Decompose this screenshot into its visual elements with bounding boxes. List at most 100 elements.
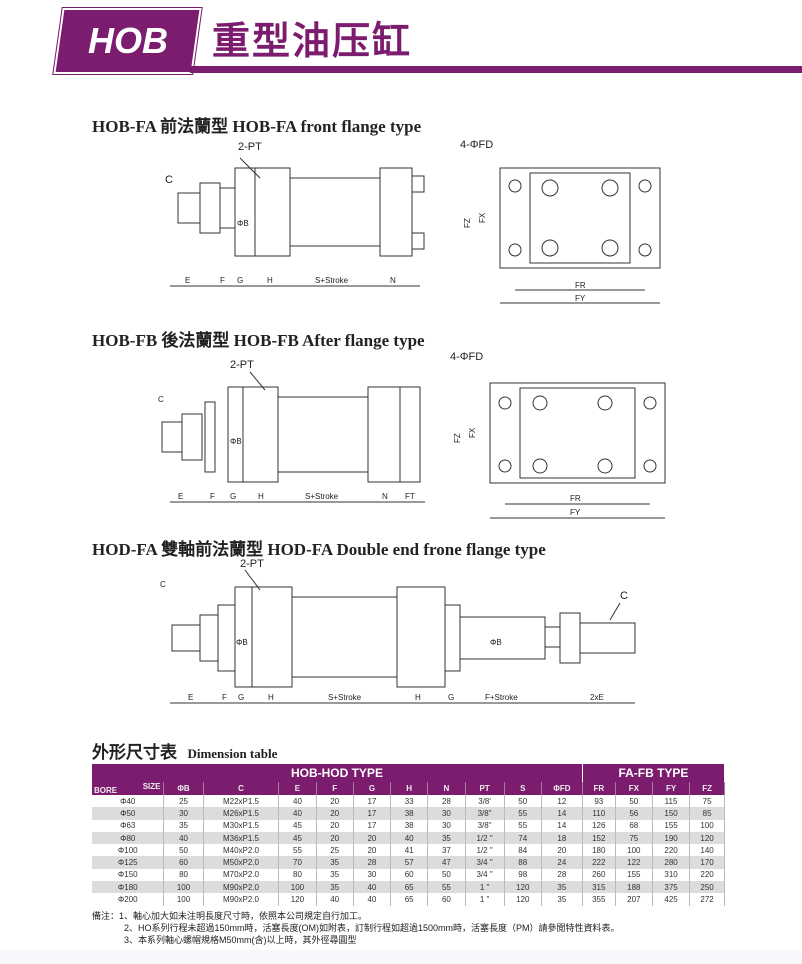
dimension-label: FZ bbox=[453, 433, 462, 443]
dimension-label: FZ bbox=[463, 218, 472, 228]
column-header: ΦB bbox=[163, 782, 204, 795]
table-cell: 375 bbox=[652, 881, 691, 894]
table-cell: 41 bbox=[390, 844, 429, 857]
table-cell: 110 bbox=[582, 807, 616, 820]
section-title-fa: HOB-FA 前法蘭型 HOB-FA front flange type bbox=[92, 117, 422, 136]
group-hob-hod: HOB-HOD TYPE bbox=[92, 764, 583, 782]
dimension-label: C bbox=[620, 590, 628, 602]
notes: 備注：1、軸心加大如未注明長度尺寸時，依照本公司規定自行加工。 2、HO系列行程… bbox=[92, 910, 620, 946]
table-cell: 35 bbox=[316, 856, 354, 869]
dimension-label: C bbox=[160, 580, 166, 589]
table-cell: 24 bbox=[541, 856, 583, 869]
table-cell: 170 bbox=[689, 856, 725, 869]
column-header: N bbox=[427, 782, 466, 795]
note-1: 備注：1、軸心加大如未注明長度尺寸時，依照本公司規定自行加工。 bbox=[92, 911, 368, 921]
table-cell: 56 bbox=[615, 807, 653, 820]
table-cell: 272 bbox=[689, 893, 725, 906]
table-cell: 25 bbox=[163, 795, 204, 808]
table-title-en: Dimension table bbox=[187, 746, 278, 761]
table-cell: 65 bbox=[390, 881, 429, 894]
dimension-label: FR bbox=[575, 281, 586, 290]
table-cell: 35 bbox=[541, 893, 583, 906]
section-title-hod: HOD-FA 雙軸前法蘭型 HOD-FA Double end frone fl… bbox=[92, 540, 546, 559]
dimension-label: F bbox=[222, 693, 227, 702]
table-cell: 188 bbox=[615, 881, 653, 894]
table-cell: Φ63 bbox=[92, 819, 165, 832]
dimension-label: C bbox=[165, 174, 173, 186]
table-cell: 100 bbox=[278, 881, 317, 894]
table-cell: M70xP2.0 bbox=[203, 868, 280, 882]
dimension-label: E bbox=[178, 492, 183, 501]
logo-text: HOB bbox=[87, 20, 168, 61]
table-cell: Φ125 bbox=[92, 856, 165, 869]
brand-logo: HOB bbox=[52, 7, 203, 75]
column-header: F bbox=[316, 782, 354, 795]
table-cell: 220 bbox=[689, 868, 725, 882]
table-cell: 315 bbox=[582, 881, 616, 894]
dimension-label: FT bbox=[405, 492, 415, 501]
table-cell: 40 bbox=[278, 807, 317, 820]
table-cell: 75 bbox=[689, 795, 725, 808]
table-cell: 40 bbox=[390, 831, 429, 845]
table-cell: 88 bbox=[504, 856, 542, 869]
table-cell: 45 bbox=[278, 819, 317, 832]
column-header: E bbox=[278, 782, 317, 795]
table-cell: Φ150 bbox=[92, 868, 165, 882]
table-cell: 100 bbox=[163, 881, 204, 894]
table-cell: 18 bbox=[541, 831, 583, 845]
table-cell: 310 bbox=[652, 868, 691, 882]
table-cell: 80 bbox=[163, 868, 204, 882]
table-title-zh: 外形尺寸表 bbox=[92, 743, 177, 762]
table-cell: 14 bbox=[541, 819, 583, 832]
table-cell: 47 bbox=[427, 856, 466, 869]
table-cell: 126 bbox=[582, 819, 616, 832]
table-cell: 98 bbox=[504, 868, 542, 882]
table-cell: 80 bbox=[278, 868, 317, 882]
table-cell: 57 bbox=[390, 856, 429, 869]
table-cell: 17 bbox=[353, 795, 392, 808]
fb-front-view: 4-ΦFD FZ FX FR FY bbox=[450, 351, 666, 519]
table-cell: 155 bbox=[615, 868, 653, 882]
table-cell: 100 bbox=[689, 819, 725, 832]
table-cell: 45 bbox=[278, 831, 317, 845]
dimension-label: 2-PT bbox=[238, 141, 262, 153]
dimension-label: ΦB bbox=[490, 638, 502, 647]
table-cell: 100 bbox=[615, 844, 653, 857]
table-cell: 55 bbox=[504, 819, 542, 832]
dimension-label: E bbox=[188, 693, 193, 702]
table-cell: 37 bbox=[427, 844, 466, 857]
table-cell: 65 bbox=[390, 893, 429, 906]
dimension-label: S+Stroke bbox=[328, 693, 362, 702]
table-cell: 20 bbox=[316, 807, 354, 820]
table-cell: 75 bbox=[615, 831, 653, 845]
table-cell: 120 bbox=[504, 893, 542, 906]
column-header: FR bbox=[582, 782, 616, 795]
table-cell: 100 bbox=[163, 893, 204, 906]
column-header: PT bbox=[465, 782, 505, 795]
table-cell: M90xP2.0 bbox=[203, 881, 280, 894]
table-cell: 93 bbox=[582, 795, 616, 808]
table-cell: 30 bbox=[163, 807, 204, 820]
table-cell: 38 bbox=[390, 819, 429, 832]
dimension-label: N bbox=[390, 276, 396, 285]
table-cell: 155 bbox=[652, 819, 691, 832]
table-cell: 150 bbox=[652, 807, 691, 820]
dimension-label: ΦB bbox=[230, 437, 242, 446]
note-3: 3、本系列軸心螺帽規格M50mm(含)以上時，其外徑尋圓型 bbox=[124, 935, 357, 945]
table-cell: 35 bbox=[316, 881, 354, 894]
dimension-label: G bbox=[238, 693, 244, 702]
dimension-label: H bbox=[267, 276, 273, 285]
dimension-label: 2-PT bbox=[230, 359, 254, 371]
table-cell: 425 bbox=[652, 893, 691, 906]
page-bottom-margin bbox=[0, 950, 802, 964]
dimension-label: S+Stroke bbox=[315, 276, 349, 285]
fa-side-view: 2-PT C ΦB E F G H S+Stroke N bbox=[165, 141, 425, 287]
group-fa-fb: FA-FB TYPE bbox=[582, 764, 726, 782]
dimension-label: G bbox=[237, 276, 243, 285]
table-cell: 20 bbox=[316, 795, 354, 808]
